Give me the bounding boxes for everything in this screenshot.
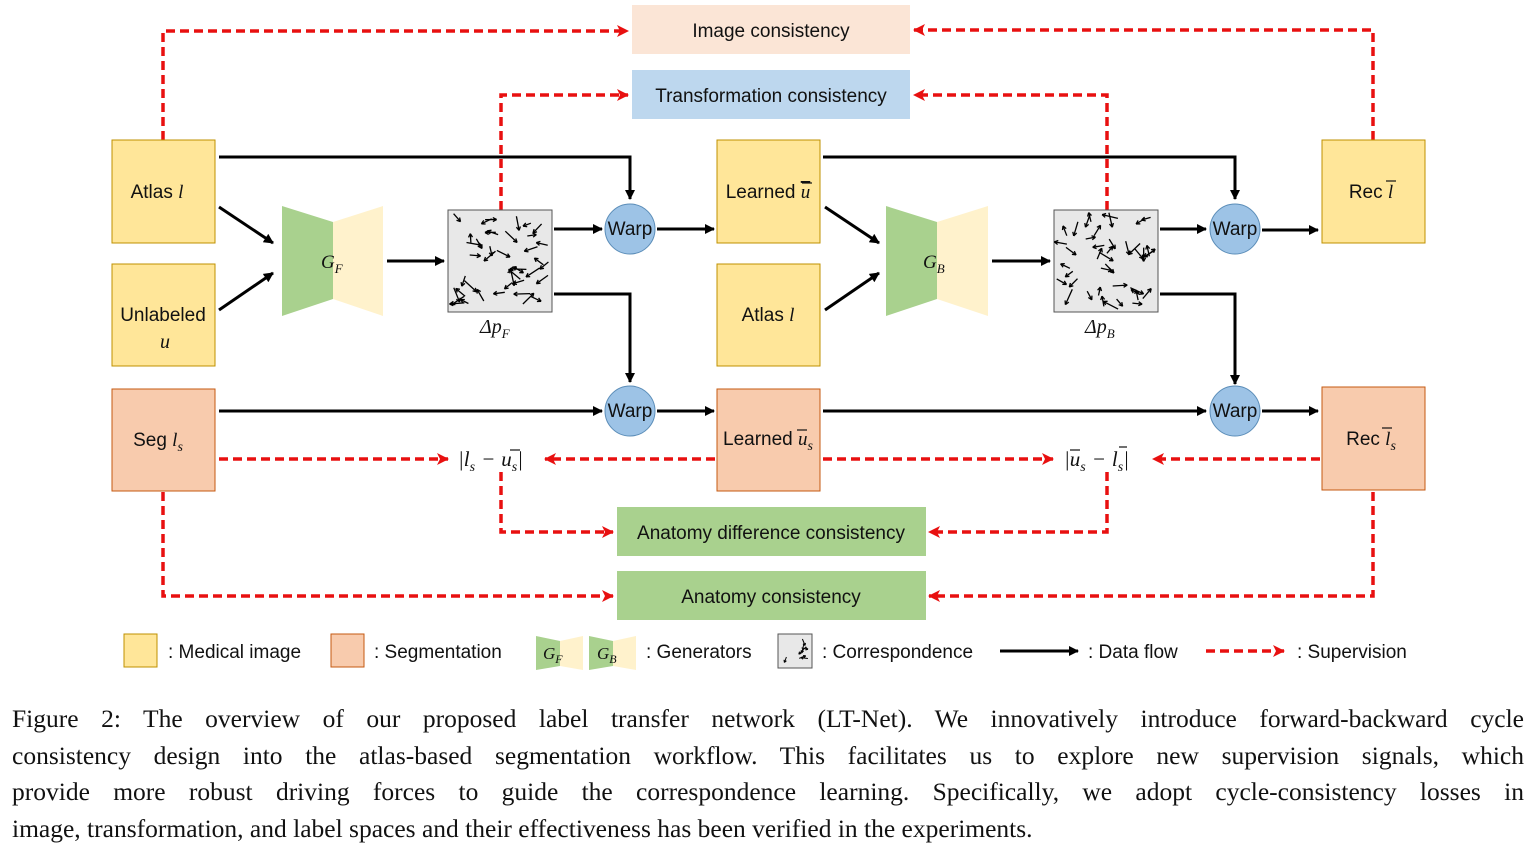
svg-text:Warp: Warp xyxy=(608,219,653,240)
image-consistency-label: Image consistency xyxy=(692,21,850,42)
svg-text:GB: GB xyxy=(923,252,945,276)
svg-text:Atlas l: Atlas l xyxy=(131,182,184,203)
flow-unlabeled-to-gf xyxy=(218,271,274,312)
svg-text:Seg ls: Seg ls xyxy=(133,430,183,455)
caption-line: consistency design into the atlas-based … xyxy=(12,740,1524,770)
legend: : Medical image : Segmentation GF GB : G… xyxy=(123,633,1407,670)
caption-line: image, transformation, and label spaces … xyxy=(12,813,1033,843)
warp-node-2: Warp xyxy=(604,385,656,437)
legend-generators-label: : Generators xyxy=(646,642,752,663)
rec-l-label: Rec xyxy=(1349,182,1383,203)
legend-segmentation-swatch xyxy=(330,633,365,668)
caption-line: Figure 2: The overview of our proposed l… xyxy=(12,704,1524,733)
svg-text:Warp: Warp xyxy=(608,401,653,422)
atlas-2-box: Atlas l xyxy=(716,263,821,367)
legend-supervision-label: : Supervision xyxy=(1297,642,1407,663)
rec-ls-label: Rec xyxy=(1346,429,1380,450)
flow-learned-u-to-warp3 xyxy=(823,155,1240,200)
seg-box: Seg ls xyxy=(111,388,216,492)
warp-node-3: Warp xyxy=(1209,203,1261,255)
flow-dpf-to-warp2 xyxy=(554,292,635,383)
learned-u-box: Learned u xyxy=(716,139,821,244)
flow-atlas2-to-gb xyxy=(824,271,880,312)
diff-ls-us-label: |ls−us| xyxy=(458,447,523,475)
data-flow-arrows xyxy=(218,155,1319,416)
legend-correspondence-label: : Correspondence xyxy=(822,642,973,663)
warp-node-4: Warp xyxy=(1209,385,1261,437)
svg-text:|us−ls|: |us−ls| xyxy=(1064,447,1129,475)
transformation-consistency-box: Transformation consistency xyxy=(632,70,910,119)
legend-medical-image-swatch xyxy=(123,633,158,668)
unlabeled-label: Unlabeled xyxy=(120,305,206,326)
caption-line: provide more robust driving forces to gu… xyxy=(12,777,1524,806)
supervision-rec-to-anatomy xyxy=(928,492,1375,602)
generator-gb: GB xyxy=(886,206,988,316)
supervision-diff2-to-anatomy-diff xyxy=(928,472,1109,538)
anatomy-consistency-box: Anatomy consistency xyxy=(617,571,926,620)
legend-generator-gb: GB xyxy=(589,636,636,670)
figure-caption: Figure 2: The overview of our proposed l… xyxy=(12,701,1524,847)
supervision-seg-to-anatomy xyxy=(161,492,614,602)
seg-label: Seg xyxy=(133,430,167,451)
flow-atlas-to-warp1 xyxy=(219,155,635,200)
legend-medical-image-label: : Medical image xyxy=(168,642,301,663)
supervision-rec-to-image-consistency xyxy=(913,24,1375,140)
learned-us-label: Learned xyxy=(723,429,793,450)
supervision-dpf-to-transformation xyxy=(499,89,629,210)
legend-segmentation-label: : Segmentation xyxy=(374,642,502,663)
svg-text:Rec l: Rec l xyxy=(1349,182,1393,203)
learned-us-box: Learned us xyxy=(716,388,821,492)
svg-text:|ls−us|: |ls−us| xyxy=(458,447,523,475)
correspondence-field-b xyxy=(1053,209,1159,313)
atlas-box: Atlas l xyxy=(111,139,216,244)
delta-pf-label: ΔpF xyxy=(479,316,511,341)
unlabeled-symbol: u xyxy=(160,331,170,353)
atlas-2-label: Atlas xyxy=(742,305,784,326)
unlabeled-box: Unlabeled u xyxy=(111,263,216,367)
svg-text:Learned us: Learned us xyxy=(723,429,814,454)
rec-l-box: Rec l xyxy=(1321,139,1426,244)
diff-us-ls-label: |us−ls| xyxy=(1064,446,1129,475)
anatomy-difference-consistency-box: Anatomy difference consistency xyxy=(617,507,926,556)
rec-ls-box: Rec ls xyxy=(1321,386,1426,491)
supervision-dpb-to-transformation xyxy=(913,89,1109,210)
atlas-label: Atlas xyxy=(131,182,173,203)
svg-text:Learned u: Learned u xyxy=(726,182,811,203)
svg-text:Warp: Warp xyxy=(1213,401,1258,422)
correspondence-field-f xyxy=(447,209,553,313)
supervision-arrows xyxy=(161,24,1375,602)
svg-text:GF: GF xyxy=(321,252,344,276)
lt-net-diagram: Image consistency Transformation consist… xyxy=(111,5,1426,670)
flow-dpb-to-warp4 xyxy=(1160,292,1240,385)
legend-correspondence-swatch xyxy=(777,633,813,669)
delta-pb-label: ΔpB xyxy=(1084,316,1115,341)
svg-text:GB: GB xyxy=(597,644,617,666)
flow-learned-u-to-gb xyxy=(824,205,880,245)
svg-text:Warp: Warp xyxy=(1213,219,1258,240)
supervision-atlas-to-image-consistency xyxy=(161,25,629,140)
warp-node-1: Warp xyxy=(604,203,656,255)
svg-text:Rec ls: Rec ls xyxy=(1346,429,1396,454)
legend-generator-gf: GF xyxy=(536,636,583,670)
anatomy-difference-consistency-label: Anatomy difference consistency xyxy=(637,523,905,544)
svg-text:Atlas l: Atlas l xyxy=(742,305,795,326)
supervision-diff1-to-anatomy-diff xyxy=(499,472,614,538)
generator-gf: GF xyxy=(282,206,383,316)
legend-data-flow-label: : Data flow xyxy=(1088,642,1178,663)
svg-text:GF: GF xyxy=(543,644,563,666)
anatomy-consistency-label: Anatomy consistency xyxy=(681,587,861,608)
transformation-consistency-label: Transformation consistency xyxy=(655,86,887,107)
image-consistency-box: Image consistency xyxy=(632,5,910,54)
flow-atlas-to-gf xyxy=(218,205,274,245)
learned-u-label: Learned xyxy=(726,182,796,203)
